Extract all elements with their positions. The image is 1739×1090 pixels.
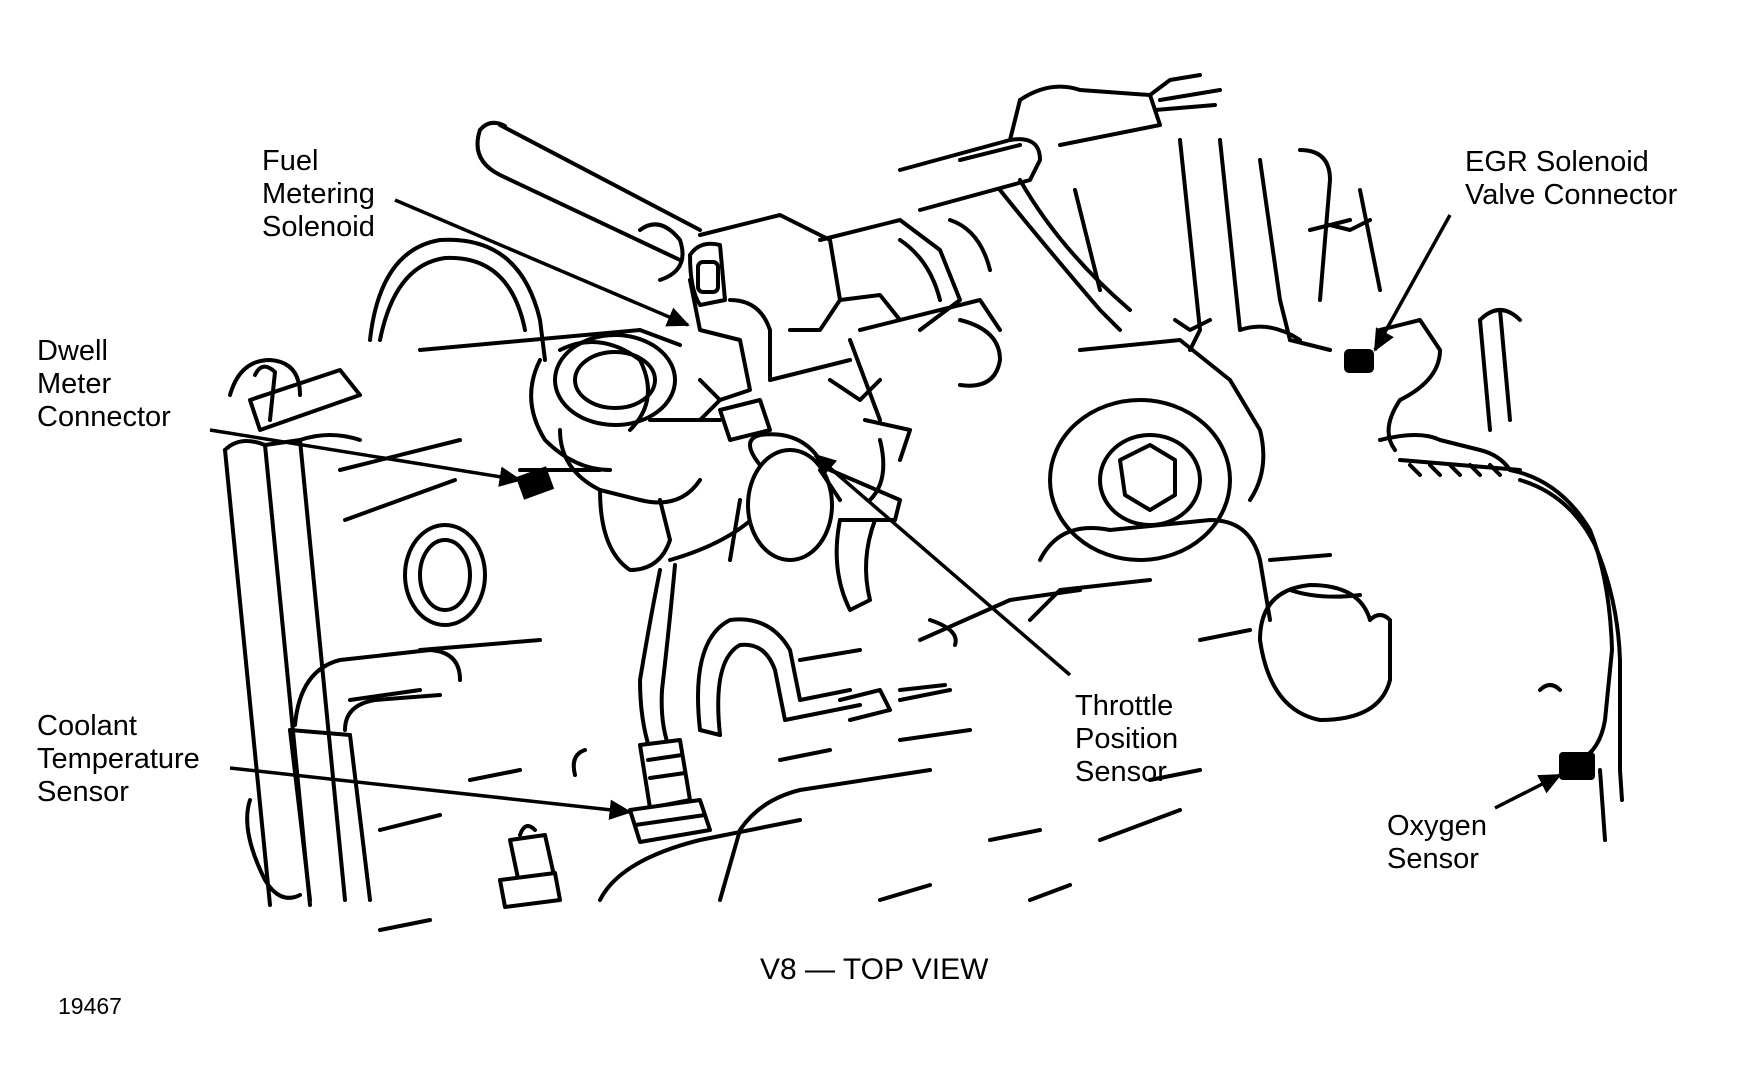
label-coolant-temperature-sensor: Coolant Temperature Sensor [37, 710, 200, 808]
oxygen-sensor-wire [1508, 468, 1624, 842]
egr-valve-area [998, 138, 1522, 622]
carburetor [688, 213, 1002, 442]
left-hose [288, 523, 487, 902]
label-dwell-meter-connector: Dwell Meter Connector [37, 335, 171, 433]
coolant-temperature-sensor-art [571, 738, 712, 844]
leader-fuel-metering-solenoid [394, 198, 690, 327]
throttle-position-sensor-art [728, 418, 912, 612]
label-throttle-position-sensor: Throttle Position Sensor [1075, 690, 1179, 788]
bracket [696, 617, 892, 737]
radiator-support [223, 358, 462, 907]
leader-oxygen-sensor [1494, 773, 1562, 810]
oil-pressure-switch [498, 824, 562, 909]
label-egr-solenoid-valve-connector: EGR Solenoid Valve Connector [1465, 146, 1678, 211]
leader-coolant-temperature-sensor [229, 766, 633, 820]
pcv-cap [1198, 553, 1392, 722]
leader-lines [209, 198, 1562, 820]
leader-dwell-meter-connector [209, 428, 523, 487]
figure-number: 19467 [58, 993, 122, 1019]
label-fuel-metering-solenoid: Fuel Metering Solenoid [262, 145, 375, 243]
intake-manifold [348, 588, 1202, 932]
wiring-harness-left [368, 237, 802, 752]
upper-tube [475, 73, 1222, 282]
label-oxygen-sensor: Oxygen Sensor [1387, 810, 1487, 875]
figure-caption: V8 — TOP VIEW [760, 953, 989, 986]
leader-egr-solenoid-valve-connector [1373, 214, 1452, 352]
leader-throttle-position-sensor [813, 453, 1072, 677]
